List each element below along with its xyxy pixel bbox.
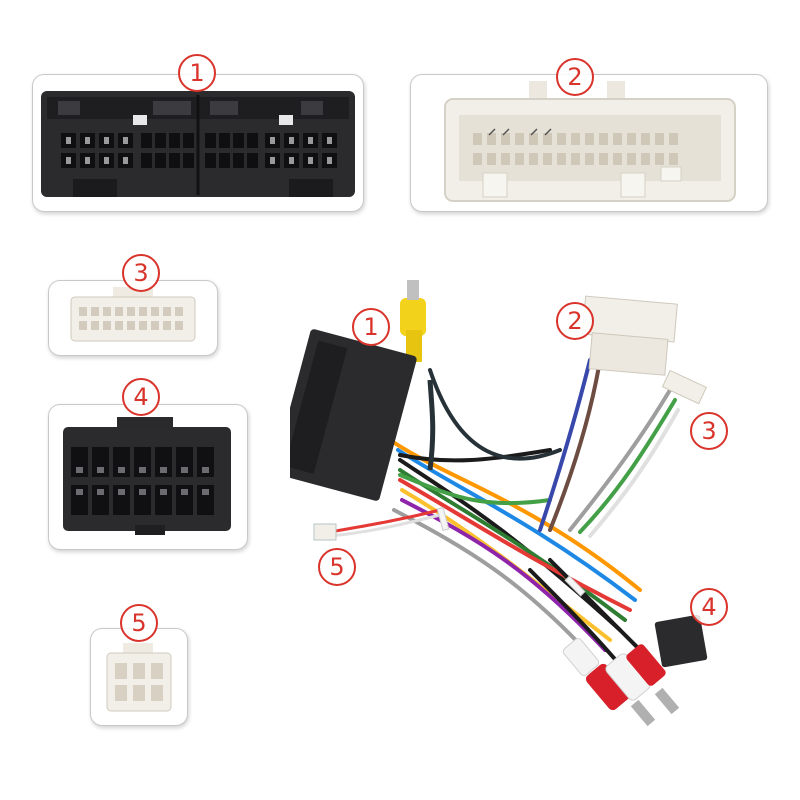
connector-2-panel — [410, 74, 768, 212]
connector-4-panel — [48, 404, 248, 550]
connector-2-image — [444, 81, 736, 202]
connector-3-image — [70, 287, 196, 342]
connector-4-number-badge: 4 — [122, 378, 160, 416]
wiring-harness-image — [290, 280, 708, 727]
connector-1-number-badge: 1 — [178, 54, 216, 92]
connector-5-image — [106, 643, 172, 712]
connector-4-image — [63, 417, 231, 535]
harness-label-5: 5 — [318, 548, 356, 586]
connector-3-panel — [48, 280, 218, 356]
harness-label-4: 4 — [690, 588, 728, 626]
harness-label-1: 1 — [352, 308, 390, 346]
connector-5-number-badge: 5 — [120, 604, 158, 642]
connector-2-number-badge: 2 — [556, 58, 594, 96]
connector-5-panel — [90, 628, 188, 726]
connector-1-image — [41, 91, 355, 197]
harness-label-3: 3 — [690, 412, 728, 450]
connector-1-panel — [32, 74, 364, 212]
connector-3-number-badge: 3 — [122, 254, 160, 292]
harness-label-2: 2 — [556, 302, 594, 340]
